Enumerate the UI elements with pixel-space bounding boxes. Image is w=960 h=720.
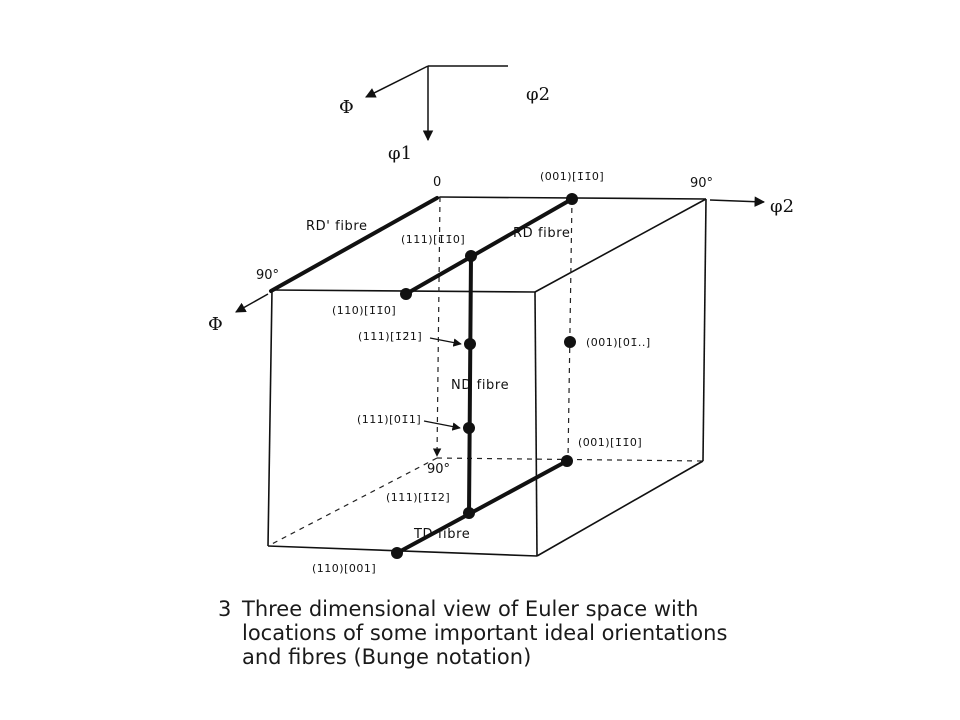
label-110-001: (110)[001] <box>312 562 376 575</box>
rd-prime-fibre-line <box>269 196 439 293</box>
orientation-labels: (001)[1̄1̄0] (111)[1̄1̄0] (110)[1̄1̄0] (… <box>312 170 651 575</box>
point-110-110 <box>400 288 412 300</box>
label-110-110: (110)[1̄1̄0] <box>332 304 396 317</box>
phi2-axis-arrow <box>709 196 766 207</box>
point-001-110-top <box>566 193 578 205</box>
label-001-110-top: (001)[1̄1̄0] <box>540 170 604 183</box>
point-001-010 <box>564 336 576 348</box>
caption-line-2: locations of some important ideal orient… <box>242 621 728 645</box>
point-111-011 <box>463 422 475 434</box>
caption-line-1: Three dimensional view of Euler space wi… <box>242 597 699 621</box>
point-111-112 <box>463 507 475 519</box>
phi-axis-arrow <box>235 293 269 313</box>
phi2-90-label: 90° <box>690 176 713 191</box>
point-111-110 <box>465 250 477 262</box>
nd-fibre-line <box>467 254 473 516</box>
nd-fibre-label: ND fibre <box>451 378 509 393</box>
rd-prime-fibre-label: RD' fibre <box>306 219 368 234</box>
point-001-110-bottom <box>561 455 573 467</box>
axes-key-phi2-label: φ2 <box>526 84 550 105</box>
orientation-points <box>391 193 578 559</box>
axes-key: Φ φ2 φ1 <box>339 65 550 164</box>
fibre-labels: RD' fibre RD fibre ND fibre TD fibre <box>306 219 570 542</box>
axis-out-arrows: φ2 Φ <box>208 196 794 335</box>
leader-arrows <box>423 337 462 431</box>
label-111-110: (111)[1̄1̄0] <box>401 233 465 246</box>
rd-fibre-label: RD fibre <box>513 226 570 241</box>
phi-90-label: 90° <box>256 268 279 283</box>
axes-key-phi1-label: φ1 <box>388 143 412 164</box>
label-001-010: (001)[01̄..] <box>586 336 651 349</box>
caption-number: 3 <box>218 597 232 621</box>
rd-fibre-line <box>404 197 574 296</box>
point-111-121 <box>464 338 476 350</box>
origin-label: 0 <box>433 175 441 190</box>
phi1-90-label: 90° <box>427 462 450 477</box>
td-fibre-line <box>395 459 569 555</box>
label-001-110-bottom: (001)[1̄1̄0] <box>578 436 642 449</box>
phi-axis-label: Φ <box>208 314 223 335</box>
caption-line-3: and fibres (Bunge notation) <box>242 645 532 669</box>
td-fibre-label: TD fibre <box>413 527 470 542</box>
phi2-axis-label: φ2 <box>770 196 794 217</box>
fibres <box>269 196 574 555</box>
caption-text: Three dimensional view of Euler space wi… <box>242 597 727 669</box>
point-110-001 <box>391 547 403 559</box>
axes-key-phi-label: Φ <box>339 97 354 118</box>
label-111-121: (111)[1̄2̄1] <box>358 330 422 343</box>
label-111-112: (111)[1̄1̄2] <box>386 491 450 504</box>
label-111-011: (111)[01̄1] <box>357 413 421 426</box>
axes-key-phi-arrow <box>365 65 429 98</box>
